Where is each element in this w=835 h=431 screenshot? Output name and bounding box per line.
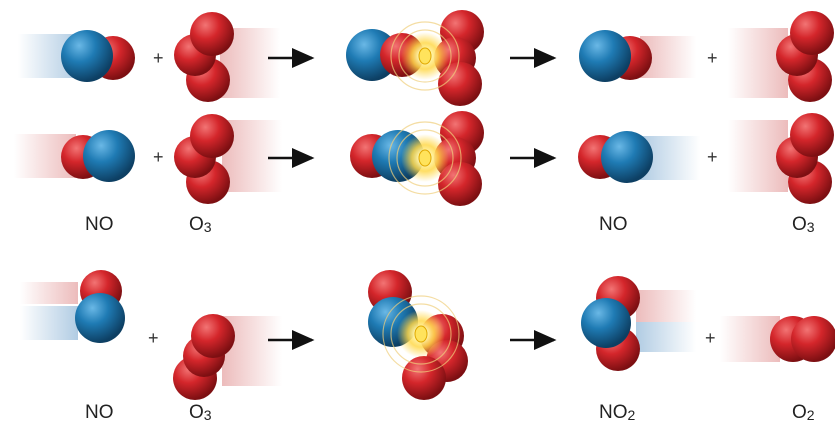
label-base: O xyxy=(792,402,807,423)
no-molecule xyxy=(579,30,652,82)
o2-molecule xyxy=(770,316,835,362)
label-reactant-no: NO xyxy=(85,402,114,424)
label-base: O xyxy=(792,214,807,235)
label-subscript: 2 xyxy=(806,407,815,423)
label-base: NO xyxy=(599,214,628,235)
label-product-no: NO xyxy=(599,214,628,236)
label-base: NO xyxy=(599,402,628,423)
plus-sign: + xyxy=(153,48,164,68)
collision-complex xyxy=(346,10,484,106)
label-base: O xyxy=(189,402,204,423)
motion-trail xyxy=(20,306,78,340)
plus-sign: + xyxy=(705,328,716,348)
o3-molecule xyxy=(776,11,834,102)
row-1: + + xyxy=(18,10,834,106)
no-molecule xyxy=(61,30,135,82)
collision-flash xyxy=(388,121,462,195)
o3-molecule xyxy=(174,114,234,204)
label-product-no2: NO2 xyxy=(599,402,635,424)
label-base: NO xyxy=(85,214,114,235)
no-molecule xyxy=(578,131,653,183)
no2-molecule xyxy=(581,276,640,371)
label-subscript: 3 xyxy=(203,219,212,235)
plus-sign: + xyxy=(707,48,718,68)
no-molecule xyxy=(75,270,125,343)
collision-flash xyxy=(390,21,460,91)
row-3: + + xyxy=(20,270,835,400)
label-product-o2: O2 xyxy=(792,402,815,424)
collision-flash xyxy=(382,295,460,373)
o3-molecule xyxy=(174,12,234,102)
row-2: + + xyxy=(14,111,834,206)
motion-trail xyxy=(20,282,78,304)
label-base: O xyxy=(189,214,204,235)
plus-sign: + xyxy=(707,147,718,167)
o3-molecule xyxy=(173,314,235,400)
o3-molecule xyxy=(776,113,834,204)
plus-sign: + xyxy=(153,147,164,167)
plus-sign: + xyxy=(148,328,159,348)
label-reactant-o3: O3 xyxy=(189,214,212,236)
label-product-o3: O3 xyxy=(792,214,815,236)
label-subscript: 3 xyxy=(806,219,815,235)
no-molecule xyxy=(61,130,135,182)
motion-trail xyxy=(636,290,696,322)
motion-trail xyxy=(636,322,696,352)
label-reactant-o3: O3 xyxy=(189,402,212,424)
label-subscript: 3 xyxy=(203,407,212,423)
label-base: NO xyxy=(85,402,114,423)
label-subscript: 2 xyxy=(627,407,636,423)
label-reactant-no: NO xyxy=(85,214,114,236)
